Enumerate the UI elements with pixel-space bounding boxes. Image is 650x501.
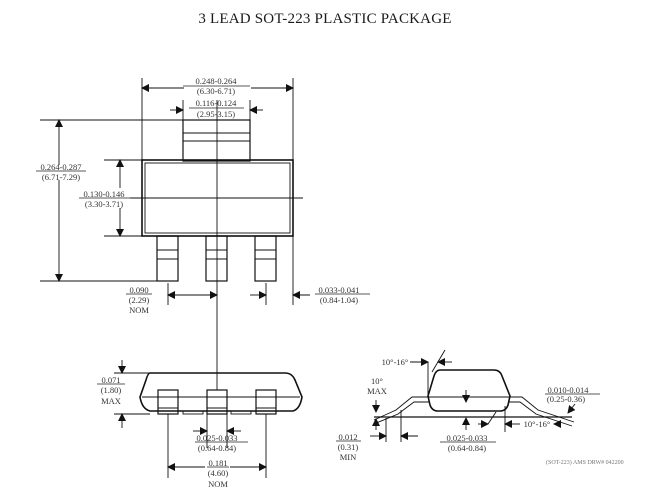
tab-outline <box>182 119 251 162</box>
lead-right <box>254 235 277 282</box>
lead-width-inch: 0.033-0.041 <box>318 285 359 295</box>
outer-span-inch: 0.181 <box>208 458 227 468</box>
lead-bend-angle: 10°-16° <box>524 419 551 429</box>
body-height-mm: (3.30-3.71) <box>85 199 123 209</box>
standoff-inch: 0.012 <box>338 432 357 442</box>
lead-center <box>205 235 228 282</box>
lead-thickness-inch: 0.010-0.014 <box>547 385 589 395</box>
lead-left <box>156 235 179 282</box>
lead-angle-value: 10° <box>371 376 383 386</box>
overall-width-mm: (6.30-6.71) <box>197 86 235 96</box>
top-view: 0.248-0.264 (6.30-6.71) 0.116-0.124 (2.9… <box>36 76 370 390</box>
body-height-inch: 0.130-0.146 <box>83 189 124 199</box>
lead-pitch-note: NOM <box>129 305 149 315</box>
overall-height-inch: 0.264-0.287 <box>40 162 81 172</box>
mold-angle: 10°-16° <box>382 357 409 367</box>
drawing-title: 3 LEAD SOT-223 PLASTIC PACKAGE <box>198 11 452 27</box>
front-height-mm: (1.80) <box>101 385 122 395</box>
front-height-inch: 0.071 <box>101 375 120 385</box>
standoff-mm: (0.31) <box>338 442 359 452</box>
side-body-outline <box>427 369 511 412</box>
lead-pitch-mm: (2.29) <box>129 295 150 305</box>
outer-span-note: NOM <box>208 479 228 489</box>
side-view: 10°-16° 10° MAX 0.012 (0.31) MIN 0.025-0… <box>336 349 600 462</box>
tab-width-mm: (2.95-3.15) <box>197 109 235 119</box>
tab-width-inch: 0.116-0.124 <box>196 98 238 108</box>
front-height-note: MAX <box>101 396 121 406</box>
front-view: 0.071 (1.80) MAX 0.025-0.033 (0.64-0.84)… <box>97 360 303 489</box>
lead-width-mm: (0.84-1.04) <box>320 295 358 305</box>
lead-pitch-inch: 0.090 <box>129 285 148 295</box>
outer-span-mm: (4.60) <box>208 468 229 478</box>
lead-angle-note: MAX <box>367 386 387 396</box>
front-lead-width-inch: 0.025-0.033 <box>196 433 237 443</box>
lead-thickness-mm: (0.25-0.36) <box>547 394 585 404</box>
overall-width-inch: 0.248-0.264 <box>195 76 237 86</box>
front-body-outline <box>139 372 303 412</box>
overall-height-mm: (6.71-7.29) <box>42 172 80 182</box>
drawing-reference: (SOT-223) AMS DRW# 042200 <box>546 460 624 466</box>
standoff-note: MIN <box>340 452 357 462</box>
body-thickness-mm: (0.64-0.84) <box>448 443 486 453</box>
front-lead-width-mm: (0.64-0.84) <box>198 443 236 453</box>
body-thickness-inch: 0.025-0.033 <box>446 433 487 443</box>
front-lead-center <box>206 389 228 415</box>
